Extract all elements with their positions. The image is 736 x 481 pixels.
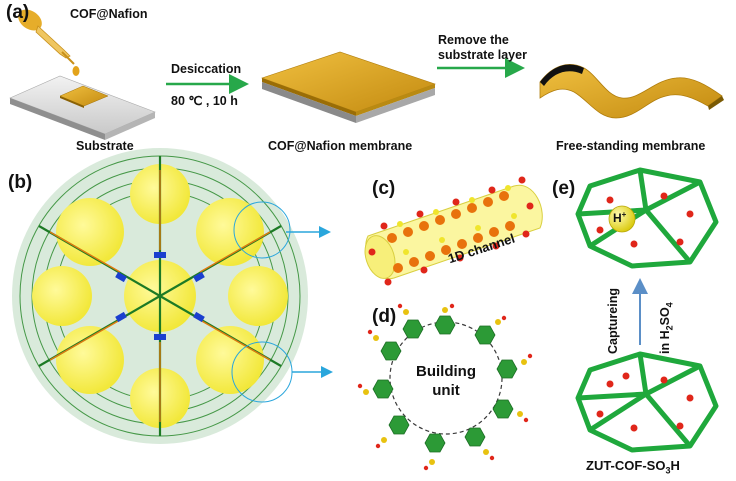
panel-label-b: (b) <box>8 172 33 193</box>
proton-charge: + <box>621 210 627 219</box>
proton-ball <box>608 205 636 233</box>
panel-label-a: (a) <box>6 2 30 23</box>
product-label: ZUT-COF-SO3H <box>586 458 680 476</box>
step1-line1: Desiccation <box>171 62 242 76</box>
cage-bottom-sites <box>596 372 694 432</box>
caption-freestanding: Free-standing membrane <box>556 139 706 153</box>
building-unit-ring <box>357 303 533 471</box>
substrate-slab <box>9 75 156 140</box>
capture-sub4: 4 <box>664 302 675 308</box>
pipette-label: COF@Nafion <box>70 7 148 21</box>
proton-symbol: H <box>613 211 622 225</box>
cage-bottom <box>575 351 719 453</box>
product-tail: H <box>670 458 680 473</box>
building-unit-line1: Building <box>416 363 476 380</box>
panel-label-e: (e) <box>552 178 576 199</box>
capture-so: SO <box>658 307 672 326</box>
cage-with-proton <box>575 167 719 269</box>
panel-label-c: (c) <box>372 178 396 199</box>
step1-line2: 80 ℃ , 10 h <box>171 94 238 108</box>
caption-membrane: COF@Nafion membrane <box>268 139 413 153</box>
capture-sub2: 2 <box>664 325 675 331</box>
capture-in-h: in H <box>658 330 672 354</box>
capture-line2: in H2SO4 <box>658 244 675 354</box>
cof-structure <box>12 148 308 444</box>
cage-top-sites <box>596 192 694 248</box>
panel-label-d: (d) <box>372 306 397 327</box>
product-name: ZUT-COF-SO <box>586 458 666 473</box>
capture-line1: Captureing <box>606 288 620 354</box>
caption-substrate: Substrate <box>76 139 134 153</box>
pipette-icon <box>18 9 80 76</box>
step2-line2: substrate layer <box>438 48 527 62</box>
building-unit-label: Building unit <box>404 362 488 400</box>
proton-label: H+ <box>613 210 626 225</box>
free-standing-membrane <box>539 64 724 119</box>
membrane-on-substrate <box>261 51 436 123</box>
channel-cylinder <box>364 176 543 286</box>
product-sub: 3 <box>665 465 671 476</box>
step2-line1: Remove the <box>438 33 509 47</box>
building-unit-line2: unit <box>432 382 460 399</box>
